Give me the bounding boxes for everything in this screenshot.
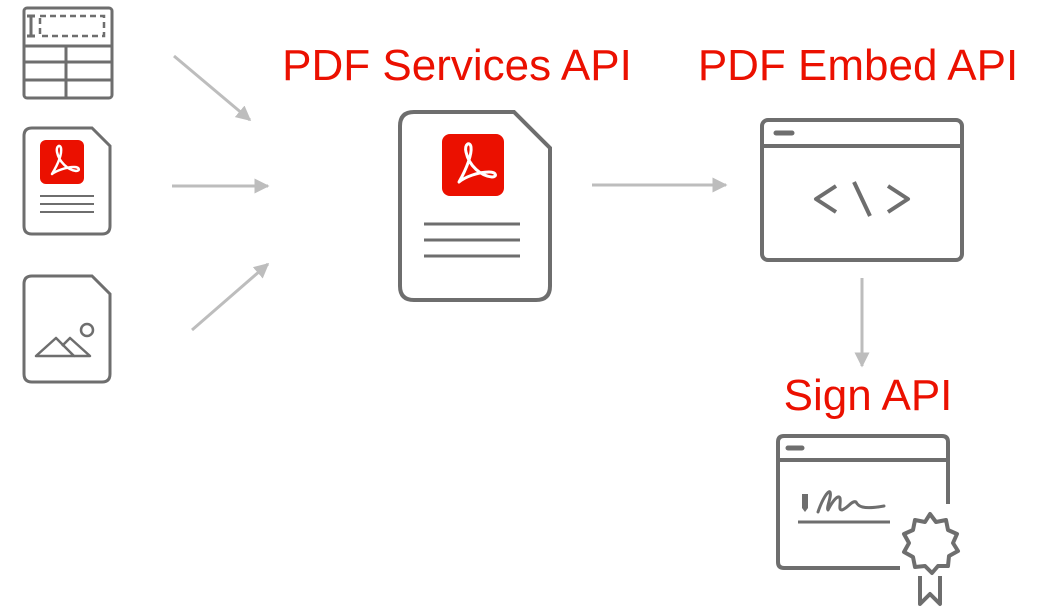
code-browser-icon	[760, 118, 964, 262]
pdf-embed-label: PDF Embed API	[698, 41, 1018, 90]
arrow-image-to-services	[191, 262, 270, 332]
image-file-icon	[22, 274, 112, 384]
pdf-services-label: PDF Services API	[282, 41, 632, 90]
pdf-services-document-icon	[398, 110, 552, 302]
signed-certificate-icon	[776, 434, 960, 606]
sign-api-label: Sign API	[784, 371, 953, 420]
pdf-document-icon	[22, 126, 112, 236]
table-form-icon	[22, 6, 114, 100]
arrow-table-to-services	[173, 54, 252, 122]
